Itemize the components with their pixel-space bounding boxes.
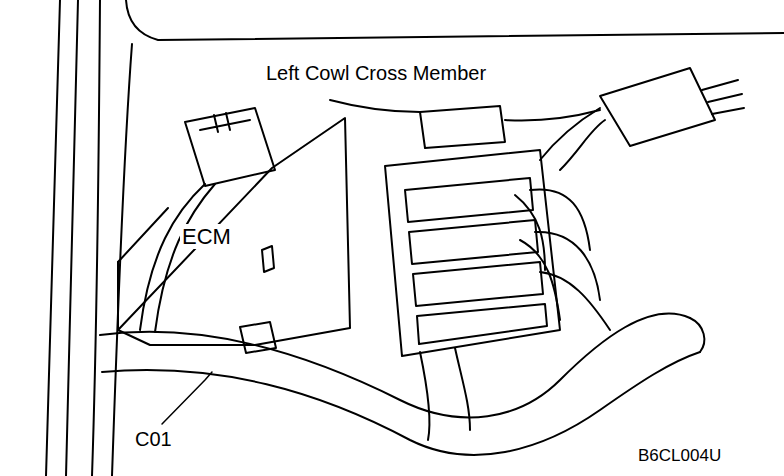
dash-edge [126,0,784,40]
connector-pins [702,80,744,114]
connector-slot [409,220,538,264]
wire-harness [102,352,700,455]
connector-plug [600,68,715,146]
ecm-tab [262,246,274,272]
part-label: Left Cowl Cross Member [264,62,488,85]
pillar-edge [92,0,100,476]
connector-slot [413,262,543,306]
trim-edge [112,44,132,476]
figure-code: B6CL004U [636,446,723,466]
connector-code: C01 [133,428,174,451]
pillar-edge [46,0,60,476]
pillar-edge [66,0,78,476]
ecm-housing [117,262,119,330]
wire [155,184,215,332]
leader-line [162,372,212,424]
wire [540,108,605,170]
wire-harness [100,314,690,418]
connector-slot [417,304,547,344]
cross-member [330,100,600,121]
harness-clip [240,322,276,353]
ecm-housing [118,118,350,345]
line-art [46,0,784,476]
part-label: ECM [180,224,233,249]
connector-slot [405,178,533,222]
wire-harness [420,348,470,440]
wire-harness [690,318,704,352]
harness-connectors [385,150,560,356]
cross-member [420,106,505,148]
connector-plug [185,108,275,186]
wire [515,195,560,320]
connector-plug [200,113,250,132]
